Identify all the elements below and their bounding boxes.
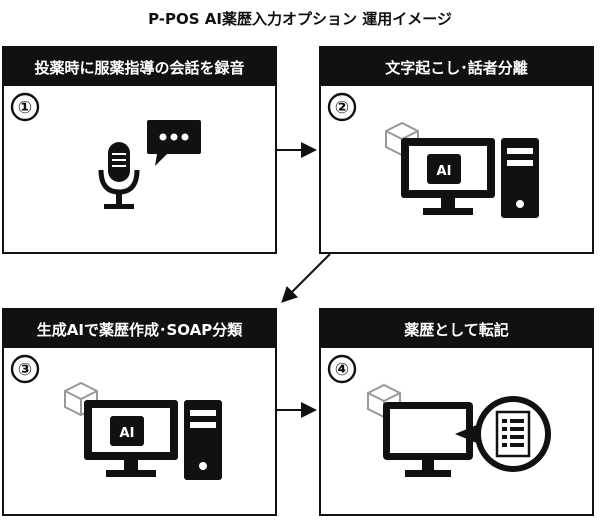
step-panel-1: 投薬時に服薬指導の会話を録音 ① — [2, 46, 277, 254]
step-number-3: ③ — [10, 354, 40, 384]
step-number-4-text: ④ — [335, 360, 349, 380]
ai-badge-text: AI — [437, 164, 452, 179]
microphone-icon — [96, 138, 146, 218]
step-header-3: 生成AIで薬歴作成･SOAP分類 — [4, 310, 275, 348]
step-number-2-text: ② — [335, 98, 349, 118]
document-list-icon — [451, 390, 551, 480]
step-header-1: 投薬時に服薬指導の会話を録音 — [4, 48, 275, 86]
step-panel-4: 薬歴として転記 ④ — [319, 308, 594, 516]
speech-bubble-icon — [145, 118, 203, 168]
step-panel-3: 生成AIで薬歴作成･SOAP分類 ③ AI — [2, 308, 277, 516]
step-number-2: ② — [327, 92, 357, 122]
computer-icon: AI — [82, 398, 228, 482]
step-number-3-text: ③ — [18, 360, 32, 380]
computer-icon: AI — [399, 136, 545, 220]
step-header-2: 文字起こし･話者分離 — [321, 48, 592, 86]
diagram-title: P-POS AI薬歴入力オプション 運用イメージ — [148, 10, 452, 28]
step-number-1: ① — [10, 92, 40, 122]
step-header-4: 薬歴として転記 — [321, 310, 592, 348]
step-number-1-text: ① — [18, 98, 32, 118]
monitor-icon — [381, 400, 477, 482]
step-number-4: ④ — [327, 354, 357, 384]
arrow-2-to-3 — [281, 253, 331, 303]
ai-badge-text: AI — [120, 426, 135, 441]
step-panel-2: 文字起こし･話者分離 ② AI — [319, 46, 594, 254]
